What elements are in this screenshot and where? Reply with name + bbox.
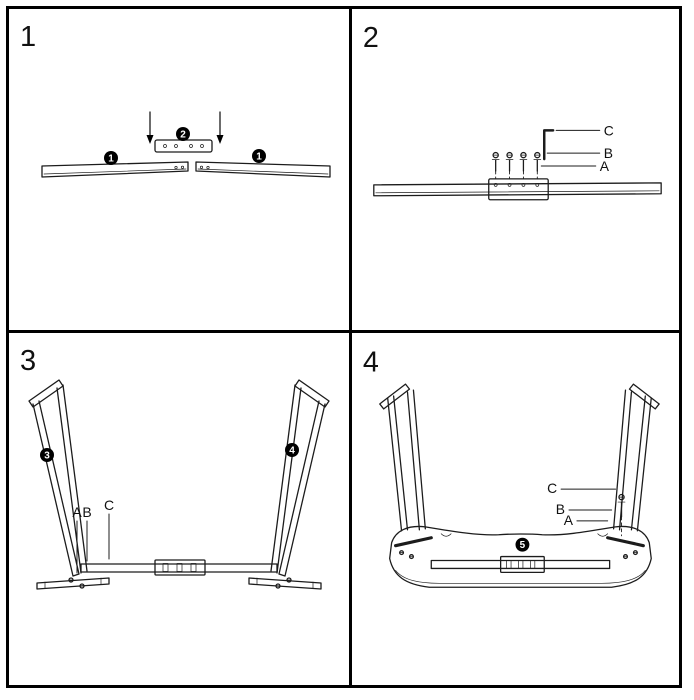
screw-icon xyxy=(505,151,514,180)
step4-drawing: 4 xyxy=(363,346,660,588)
left-legs-drawing xyxy=(379,383,426,532)
part-badge-rail-right: 1 xyxy=(252,149,266,163)
callout-c: C xyxy=(555,122,614,138)
callout-c: C xyxy=(104,497,114,560)
allen-key-icon xyxy=(542,129,555,161)
screw-icon xyxy=(519,151,528,180)
assembled-rail-drawing xyxy=(373,178,662,201)
svg-text:4: 4 xyxy=(289,446,295,457)
tabletop-drawing xyxy=(389,525,652,588)
part-label-c: C xyxy=(547,480,557,496)
left-leg-assembly-drawing xyxy=(28,379,88,577)
part-label-b: B xyxy=(604,145,613,161)
step2-drawing: 2 xyxy=(363,22,662,201)
callout-a: A xyxy=(72,504,82,574)
right-legs-drawing xyxy=(612,383,660,532)
part-label-c: C xyxy=(604,122,614,138)
panel-step-3: 3 xyxy=(9,333,352,685)
svg-text:3: 3 xyxy=(44,451,50,462)
bracket-screws-right xyxy=(275,577,292,589)
callout-a: A xyxy=(564,512,609,528)
step-number: 2 xyxy=(363,22,379,54)
screw-icon xyxy=(491,151,500,180)
callout-a: A xyxy=(540,158,610,174)
step3-drawing: 3 xyxy=(20,345,330,590)
svg-text:1: 1 xyxy=(256,152,262,163)
part-label-a: A xyxy=(72,504,82,520)
left-mount-bracket xyxy=(394,536,433,548)
svg-text:1: 1 xyxy=(108,154,114,165)
crossbar-drawing xyxy=(80,559,278,576)
right-mount-bracket xyxy=(606,536,645,548)
connector-plate-drawing xyxy=(154,139,213,153)
instruction-grid: 1 xyxy=(6,6,682,688)
step-number: 1 xyxy=(20,21,36,53)
bracket-screws-right xyxy=(622,550,638,560)
part-label-b: B xyxy=(556,501,565,517)
part-badge-frame: 5 xyxy=(515,537,530,552)
rail-left-drawing xyxy=(41,161,189,178)
svg-text:2: 2 xyxy=(180,130,186,141)
callout-b: B xyxy=(556,501,613,517)
part-label-a: A xyxy=(600,158,610,174)
right-side-rail-drawing xyxy=(248,577,322,590)
step-number: 4 xyxy=(363,346,379,378)
bracket-screws-left xyxy=(68,577,85,589)
part-badge-rail-left: 1 xyxy=(104,151,118,165)
svg-text:5: 5 xyxy=(520,540,526,551)
step1-drawing: 1 xyxy=(20,21,331,178)
rail-right-drawing xyxy=(195,161,331,178)
panel-step-2: 2 xyxy=(352,9,679,333)
right-leg-assembly-drawing xyxy=(270,379,330,577)
screw-icon xyxy=(617,493,626,537)
screw-icon xyxy=(533,151,542,180)
callout-b: B xyxy=(82,504,92,562)
part-badge-plate: 2 xyxy=(176,127,190,141)
callout-b: B xyxy=(546,145,613,161)
part-label-c: C xyxy=(104,497,114,513)
part-badge-left-leg: 3 xyxy=(40,448,54,462)
callout-c: C xyxy=(547,480,617,496)
panel-step-1: 1 xyxy=(9,9,352,333)
bracket-screws-left xyxy=(399,550,414,560)
step-number: 3 xyxy=(20,345,36,377)
crossbar-drawing xyxy=(430,555,611,574)
part-label-b: B xyxy=(82,504,91,520)
down-arrow-left-icon xyxy=(146,111,154,144)
down-arrow-right-icon xyxy=(216,111,224,144)
part-label-a: A xyxy=(564,512,574,528)
part-badge-right-leg: 4 xyxy=(285,443,299,457)
panel-step-4: 4 xyxy=(352,333,679,685)
